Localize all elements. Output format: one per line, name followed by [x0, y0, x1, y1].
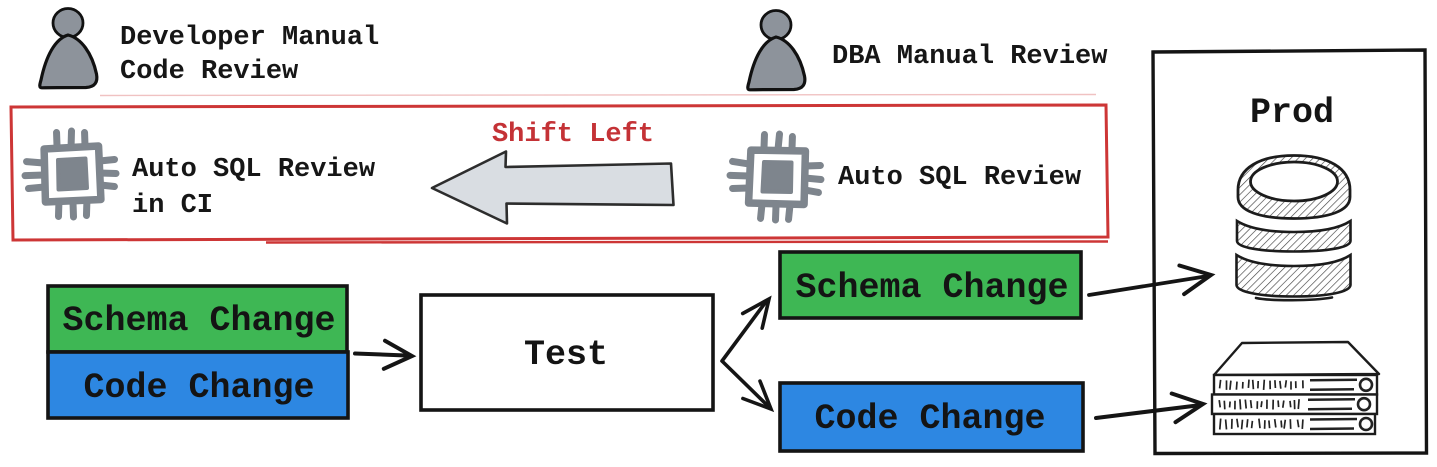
svg-text:Schema Change: Schema Change: [62, 301, 335, 341]
svg-text:Auto SQL Review: Auto SQL Review: [132, 155, 376, 185]
svg-text:Auto SQL Review: Auto SQL Review: [838, 163, 1082, 193]
svg-text:Code Change: Code Change: [83, 368, 314, 408]
svg-text:Shift Left: Shift Left: [492, 120, 654, 150]
svg-text:Code Review: Code Review: [120, 57, 299, 87]
svg-text:Code Change: Code Change: [814, 399, 1045, 439]
svg-text:Test: Test: [524, 335, 608, 375]
svg-text:Developer Manual: Developer Manual: [120, 23, 379, 53]
svg-text:Schema Change: Schema Change: [795, 268, 1068, 308]
svg-text:in CI: in CI: [132, 191, 213, 221]
svg-text:Prod: Prod: [1250, 93, 1334, 133]
svg-text:DBA Manual Review: DBA Manual Review: [832, 42, 1108, 72]
